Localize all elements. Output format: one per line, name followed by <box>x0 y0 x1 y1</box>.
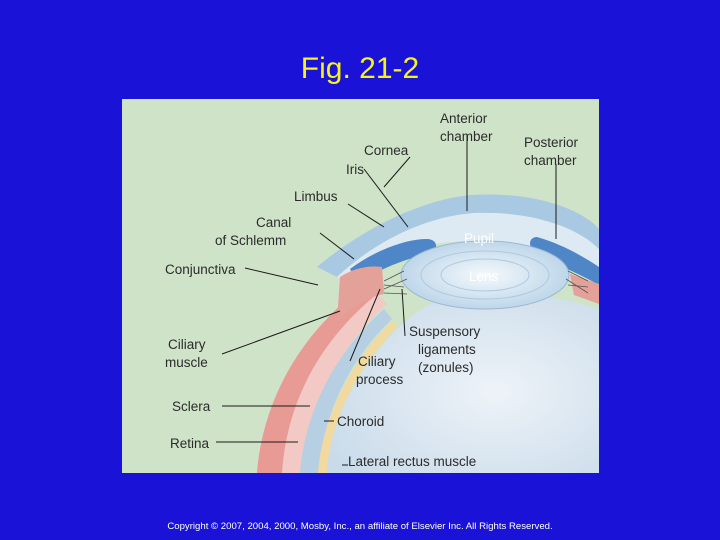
eye-anatomy-figure: Anterior chamber Posterior chamber Corne… <box>122 99 599 473</box>
cornea-shape <box>317 194 599 277</box>
eye-diagram: Anterior chamber Posterior chamber Corne… <box>122 99 599 473</box>
label-retina: Retina <box>170 436 210 451</box>
vitreous-body-shape <box>327 291 599 473</box>
label-choroid: Choroid <box>337 414 384 429</box>
lateral-rectus-muscle-shape <box>257 274 384 473</box>
ciliary-body-right-shape <box>570 274 599 304</box>
label-pupil: Pupil <box>464 231 494 246</box>
label-limbus: Limbus <box>294 189 338 204</box>
iris-right-shape <box>530 237 599 285</box>
label-lens: Lens <box>469 269 499 284</box>
lens-shape <box>400 240 570 310</box>
label-ciliary-process: Ciliary process <box>356 354 404 387</box>
label-cornea: Cornea <box>364 143 409 158</box>
suspensory-ligaments-fibers <box>383 270 589 295</box>
ciliary-body-shape <box>337 266 384 321</box>
lens-ring <box>420 250 550 300</box>
label-posterior-chamber: Posterior chamber <box>524 135 582 168</box>
anterior-chamber-shape <box>337 212 599 281</box>
label-canal-of-schlemm: Canal of Schlemm <box>215 215 295 248</box>
label-anterior-chamber: Anterior chamber <box>440 111 493 144</box>
label-lateral-rectus-muscle: Lateral rectus muscle <box>348 454 476 469</box>
label-iris: Iris <box>346 162 364 177</box>
label-suspensory-ligaments: Suspensory ligaments (zonules) <box>409 324 484 375</box>
slide-title: Fig. 21-2 <box>300 52 420 85</box>
choroid-shape <box>318 321 397 473</box>
leader-lines <box>216 135 557 466</box>
sclera-shape <box>300 309 392 473</box>
label-sclera: Sclera <box>172 399 211 414</box>
copyright-notice: Copyright © 2007, 2004, 2000, Mosby, Inc… <box>167 521 553 532</box>
label-ciliary-muscle: Ciliary muscle <box>165 337 209 370</box>
label-conjunctiva: Conjunctiva <box>165 262 236 277</box>
lens-ring <box>440 258 530 292</box>
